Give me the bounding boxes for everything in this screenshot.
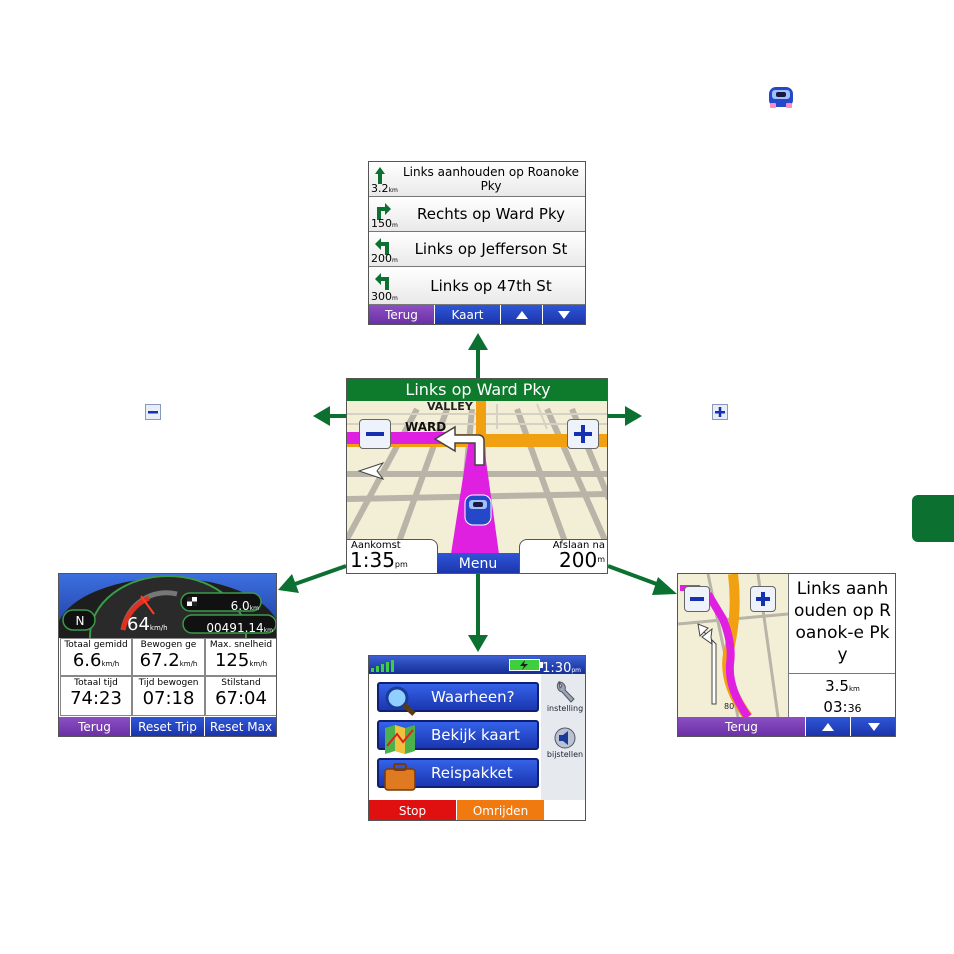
list-item[interactable]: 300m Links op 47th St <box>369 267 585 305</box>
chapter-tab <box>912 495 954 542</box>
plus-icon <box>574 425 592 443</box>
speedometer-panel <box>59 574 276 638</box>
back-button[interactable]: Terug <box>678 717 806 736</box>
distance-panel: 3.5km 03:36 <box>788 674 895 717</box>
triangle-down-icon <box>867 723 880 731</box>
turn-instruction: Links op 47th St <box>430 276 552 295</box>
turn-distance-field[interactable]: Afslaan na 200m <box>519 539 607 573</box>
back-button[interactable]: Terug <box>369 305 435 324</box>
turn-distance: 300m <box>371 290 398 303</box>
map-screen: Links op Ward Pky VALLEY WARD Aankomst 1… <box>346 378 608 574</box>
zoom-in-button[interactable] <box>750 586 776 612</box>
zoom-in-legend-icon <box>712 404 728 420</box>
settings-button[interactable]: instelling <box>543 680 585 722</box>
triangle-up-icon <box>822 723 834 731</box>
turn-instruction: Links aanhouden op Roanok-e Pky <box>793 579 891 665</box>
turn-instruction: Rechts op Ward Pky <box>417 205 565 223</box>
back-button[interactable]: Terug <box>59 717 131 736</box>
street-label-ward: WARD <box>405 420 447 434</box>
map-button[interactable]: Kaart <box>435 305 501 324</box>
stat-cell: Tijd bewogen 07:18 <box>132 676 205 716</box>
turn-right-arrow-icon <box>377 203 391 220</box>
wrench-icon <box>556 680 575 703</box>
list-item[interactable]: 3.2km Links aanhouden op Roanoke Pky <box>369 162 585 197</box>
turn-instruction: Links op Jefferson St <box>414 240 568 258</box>
turn-instruction: Links aanhouden op Roanoke Pky <box>402 165 580 193</box>
clock: 1:30pm <box>542 661 581 676</box>
odometer: 00491.14km <box>206 621 273 635</box>
zoom-out-legend-icon <box>145 404 161 420</box>
turn-distance: 200m <box>371 252 398 265</box>
keep-left-arrow-icon <box>375 167 385 184</box>
adjust-button[interactable]: bijstellen <box>543 726 585 768</box>
turn-distance: 3.2km <box>371 182 398 195</box>
adjust-label: bijstellen <box>546 750 584 759</box>
stop-button[interactable]: Stop <box>369 800 457 820</box>
main-menu-screen: 1:30pm Waarheen? Bekijk kaart Reispakket… <box>368 655 586 821</box>
trip-computer-screen: N 64km/h 6.0km 00491.14km Totaal gemidd … <box>58 573 277 737</box>
turn-list-screen: 3.2km Links aanhouden op Roanoke Pky 150… <box>368 161 586 325</box>
where-to-button[interactable]: Waarheen? <box>377 682 539 716</box>
turn-distance-label: Afslaan na <box>552 540 605 551</box>
turn-distance-unit: km <box>848 685 860 693</box>
compass-label: N <box>75 614 85 628</box>
banner-instruction[interactable]: Links op Ward Pky <box>405 380 551 399</box>
current-speed: 64km/h <box>127 614 168 635</box>
battery-icon <box>509 659 543 671</box>
arrival-time: 1:35 <box>350 548 395 572</box>
trip-distance: 6.0km <box>230 599 259 613</box>
stat-cell: Totaal tijd 74:23 <box>60 676 132 716</box>
turn-distance-value: 200 <box>559 548 598 572</box>
triangle-up-icon <box>515 311 528 319</box>
plus-icon <box>756 592 770 606</box>
turn-time-value: 03: <box>823 698 848 716</box>
list-item[interactable]: 150m Rechts op Ward Pky <box>369 197 585 232</box>
scroll-down-button[interactable] <box>851 717 895 736</box>
zoom-out-button[interactable] <box>684 586 710 612</box>
road-label: 80 <box>724 702 735 711</box>
zoom-in-button[interactable] <box>567 419 599 449</box>
travel-kit-button[interactable]: Reispakket <box>377 758 539 791</box>
volume-icon <box>554 727 576 749</box>
arrival-label: Aankomst <box>351 540 401 551</box>
arrival-field[interactable]: Aankomst 1:35pm <box>347 539 438 573</box>
next-turn-screen: 80 Links aanhouden op Roanok-e Pky 3.5km… <box>677 573 896 737</box>
signal-strength-icon <box>371 660 394 672</box>
minus-icon <box>690 597 704 601</box>
turn-left-arrow-icon <box>375 273 389 290</box>
minus-icon <box>366 432 384 436</box>
zoom-out-button[interactable] <box>359 419 391 449</box>
list-item[interactable]: 200m Links op Jefferson St <box>369 232 585 267</box>
menu-button[interactable]: Menu <box>437 553 519 573</box>
stat-cell: Stilstand 67:04 <box>205 676 276 716</box>
scroll-down-button[interactable] <box>543 305 585 324</box>
suitcase-icon <box>384 763 416 791</box>
reset-trip-button[interactable]: Reset Trip <box>131 717 205 736</box>
scroll-up-button[interactable] <box>806 717 851 736</box>
turn-time-seconds: 36 <box>847 702 862 715</box>
stat-cell: Totaal gemidd 6.6km/h <box>60 638 132 676</box>
street-label-valley: VALLEY <box>427 400 473 413</box>
view-map-button[interactable]: Bekijk kaart <box>377 720 539 754</box>
turn-left-arrow-icon <box>375 238 389 255</box>
reset-max-button[interactable]: Reset Max <box>205 717 276 736</box>
settings-label: instelling <box>546 704 584 713</box>
vehicle-icon <box>766 83 796 111</box>
stat-cell: Bewogen ge 67.2km/h <box>132 638 205 676</box>
arrival-ampm: pm <box>394 560 408 569</box>
map-icon <box>385 725 415 754</box>
turn-distance-value: 3.5 <box>825 677 849 695</box>
magnifier-icon <box>385 686 416 716</box>
instruction-panel: Links aanhouden op Roanok-e Pky <box>788 574 895 674</box>
triangle-down-icon <box>558 311 570 319</box>
turn-distance: 150m <box>371 217 398 230</box>
turn-distance-unit: m <box>597 555 605 564</box>
detour-button[interactable]: Omrijden <box>457 800 545 820</box>
scroll-up-button[interactable] <box>501 305 543 324</box>
stat-cell: Max. snelheid 125km/h <box>205 638 276 676</box>
